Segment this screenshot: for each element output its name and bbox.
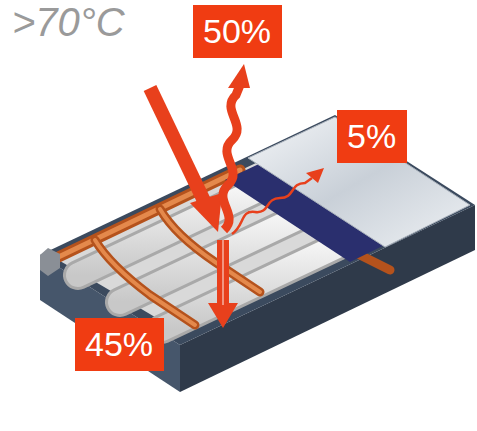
pipe-end bbox=[40, 248, 60, 276]
incoming-radiation-arrow bbox=[150, 88, 222, 232]
emitted-wave-arrow bbox=[232, 168, 324, 234]
percentage-value: 50% bbox=[203, 11, 272, 52]
percentage-value: 5% bbox=[347, 116, 397, 157]
percentage-box: 45% bbox=[75, 318, 164, 371]
percentage-box: 5% bbox=[337, 110, 407, 163]
glass-cover bbox=[248, 117, 470, 247]
temperature-label: >70°C bbox=[12, 0, 125, 45]
frame-top bbox=[40, 115, 475, 345]
percentage-value: 45% bbox=[85, 324, 154, 365]
reflected-wave-arrow bbox=[223, 64, 250, 230]
percentage-box: 50% bbox=[193, 5, 282, 58]
absorbed-arrow bbox=[208, 240, 238, 328]
